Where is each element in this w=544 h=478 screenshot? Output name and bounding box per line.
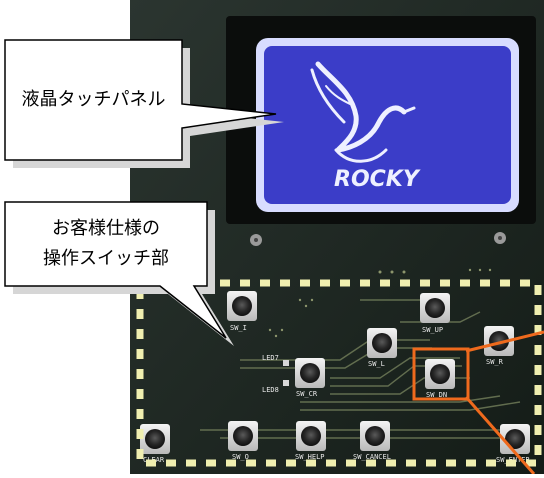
zoom-line-top (465, 330, 544, 353)
callout-switches-line1: お客様仕様の (52, 218, 160, 239)
zoom-line-bottom (464, 396, 536, 475)
svg-text:SW_UP: SW_UP (422, 326, 443, 334)
callout-lcd (4, 39, 277, 161)
svg-text:SW_DN: SW_DN (426, 391, 447, 399)
switch-sw-up: SW_UP (420, 293, 450, 334)
led-8: LED8 (262, 380, 289, 394)
svg-text:SW_L: SW_L (368, 360, 385, 368)
sw-dn-highlight (412, 347, 470, 401)
switch-sw-cancel: SW_CANCEL (353, 421, 391, 461)
switch-sw-cr: SW_CR (295, 358, 325, 398)
rocky-logo (310, 61, 416, 163)
callout-switches (4, 201, 227, 339)
svg-text:SW_I: SW_I (230, 324, 247, 332)
svg-text:SW_HELP: SW_HELP (295, 453, 325, 461)
switch-sw-r: SW_R (484, 326, 514, 366)
switch-area-frame (136, 279, 542, 467)
led-7: LED7 (262, 354, 289, 366)
pcb-dots (268, 268, 492, 338)
svg-text:SW_CANCEL: SW_CANCEL (353, 453, 391, 461)
svg-text:SW_O: SW_O (232, 453, 249, 461)
switch-sw-l: SW_L (367, 328, 397, 368)
callout-lcd-text: 液晶タッチパネル (21, 89, 166, 110)
lcd-logo-text: ROCKY (334, 167, 421, 192)
switch-sw-o: SW_O (228, 421, 258, 461)
switch-sw-help: SW_HELP (295, 421, 326, 461)
svg-text:LED7: LED7 (262, 354, 279, 362)
svg-text:LED8: LED8 (262, 386, 279, 394)
switch-sw-enter: SW_ENTER (496, 424, 531, 464)
svg-text:SW_CR: SW_CR (296, 390, 318, 398)
svg-text:SW_R: SW_R (486, 358, 504, 366)
switch-sw-dn: SW_DN (425, 359, 455, 399)
callout-switches-line2: 操作スイッチ部 (43, 248, 169, 269)
switch-sw-i: SW_I (227, 291, 257, 332)
